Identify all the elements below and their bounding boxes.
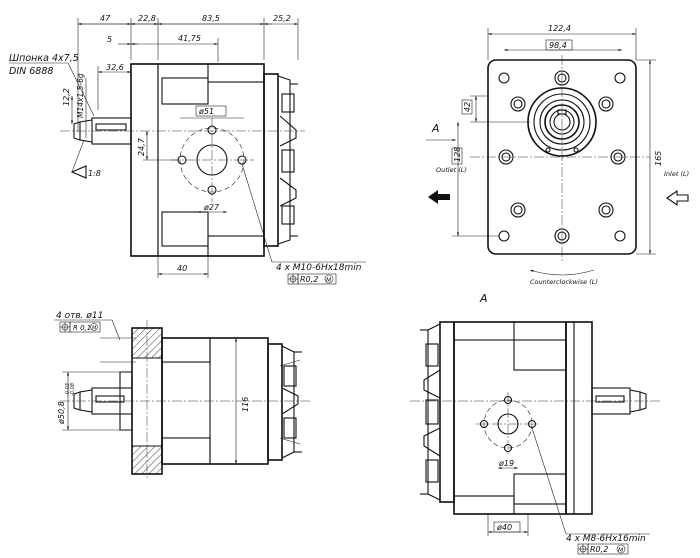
note-tol-back: R0,2 (590, 545, 608, 554)
dim-165: 165 (654, 151, 663, 166)
note-tol-front: R0,2 (300, 275, 318, 284)
note-threads-back: 4 x M8-6Hx16min (566, 534, 646, 544)
dim-128: 128 (453, 147, 462, 162)
rear-view: ø19 ø40 4 x M8-6Hx16min R0,2 M (410, 321, 660, 555)
plate-bolt-holes (498, 70, 626, 244)
note-holes: 4 отв. ø11 (56, 311, 103, 321)
dim-32-6: 32,6 (106, 63, 124, 72)
dim-40: 40 (177, 264, 187, 273)
dim-5: 5 (107, 35, 112, 44)
dim-dia-40: ø40 (496, 523, 512, 532)
dim-47: 47 (100, 14, 111, 23)
side-view: 47 22,8 83,5 25,2 5 41,75 32,6 Шпонка 4x… (9, 14, 366, 285)
dim-dia-27: ø27 (203, 203, 220, 212)
outlet-arrow-icon (428, 190, 450, 204)
dim-thread-m14: M14x1,5-6g (76, 73, 85, 118)
dim-41-75: 41,75 (178, 34, 201, 43)
dim-dia-51: ø51 (198, 107, 214, 116)
dim-116: 116 (241, 397, 250, 412)
dim-83-5: 83,5 (202, 14, 220, 23)
note-holes-tol: R 0,1 (73, 324, 91, 332)
modifier-front: M (326, 277, 332, 284)
dim-98-4: 98,4 (549, 41, 567, 50)
dim-dia-50-8: ø50,8 (57, 401, 66, 425)
note-key-line1: Шпонка 4x7,5 (9, 53, 79, 64)
dim-25-2: 25,2 (273, 14, 291, 23)
top-dimension-chain: 47 22,8 83,5 25,2 5 41,75 32,6 (77, 14, 299, 132)
dim-12-2: 12,2 (62, 88, 71, 106)
dim-taper: 1:8 (88, 169, 101, 178)
dim-24-7: 24,7 (137, 137, 146, 156)
rear-body-outline (453, 321, 567, 515)
modifier-holes: M (92, 326, 97, 332)
dim-dia-19: ø19 (498, 459, 514, 468)
dim-122-4: 122,4 (548, 24, 571, 33)
section-label-a: A (431, 122, 440, 135)
modifier-back: M (618, 547, 624, 554)
outlet-label: Outlet (L) (436, 166, 467, 174)
rotation-label: Counterclockwise (L) (530, 278, 598, 286)
top-view: 4 отв. ø11 R 0,1 M 116 (54, 311, 310, 480)
dim-42: 42 (463, 102, 472, 112)
inlet-label: Inlet (L) (664, 170, 689, 178)
dim-dia-50-8-tol-low: -0,08 (70, 383, 76, 396)
front-view: 122,4 98,4 (426, 24, 689, 305)
view-label-a: A (479, 292, 488, 305)
note-threads-front: 4 x M10-6Hx18min (276, 263, 362, 273)
inlet-arrow-icon (666, 189, 689, 207)
dim-22-8: 22,8 (138, 14, 156, 23)
note-key-line2: DIN 6888 (9, 66, 53, 77)
dim-dia-50-8-tol-up: -0,03 (65, 383, 71, 396)
